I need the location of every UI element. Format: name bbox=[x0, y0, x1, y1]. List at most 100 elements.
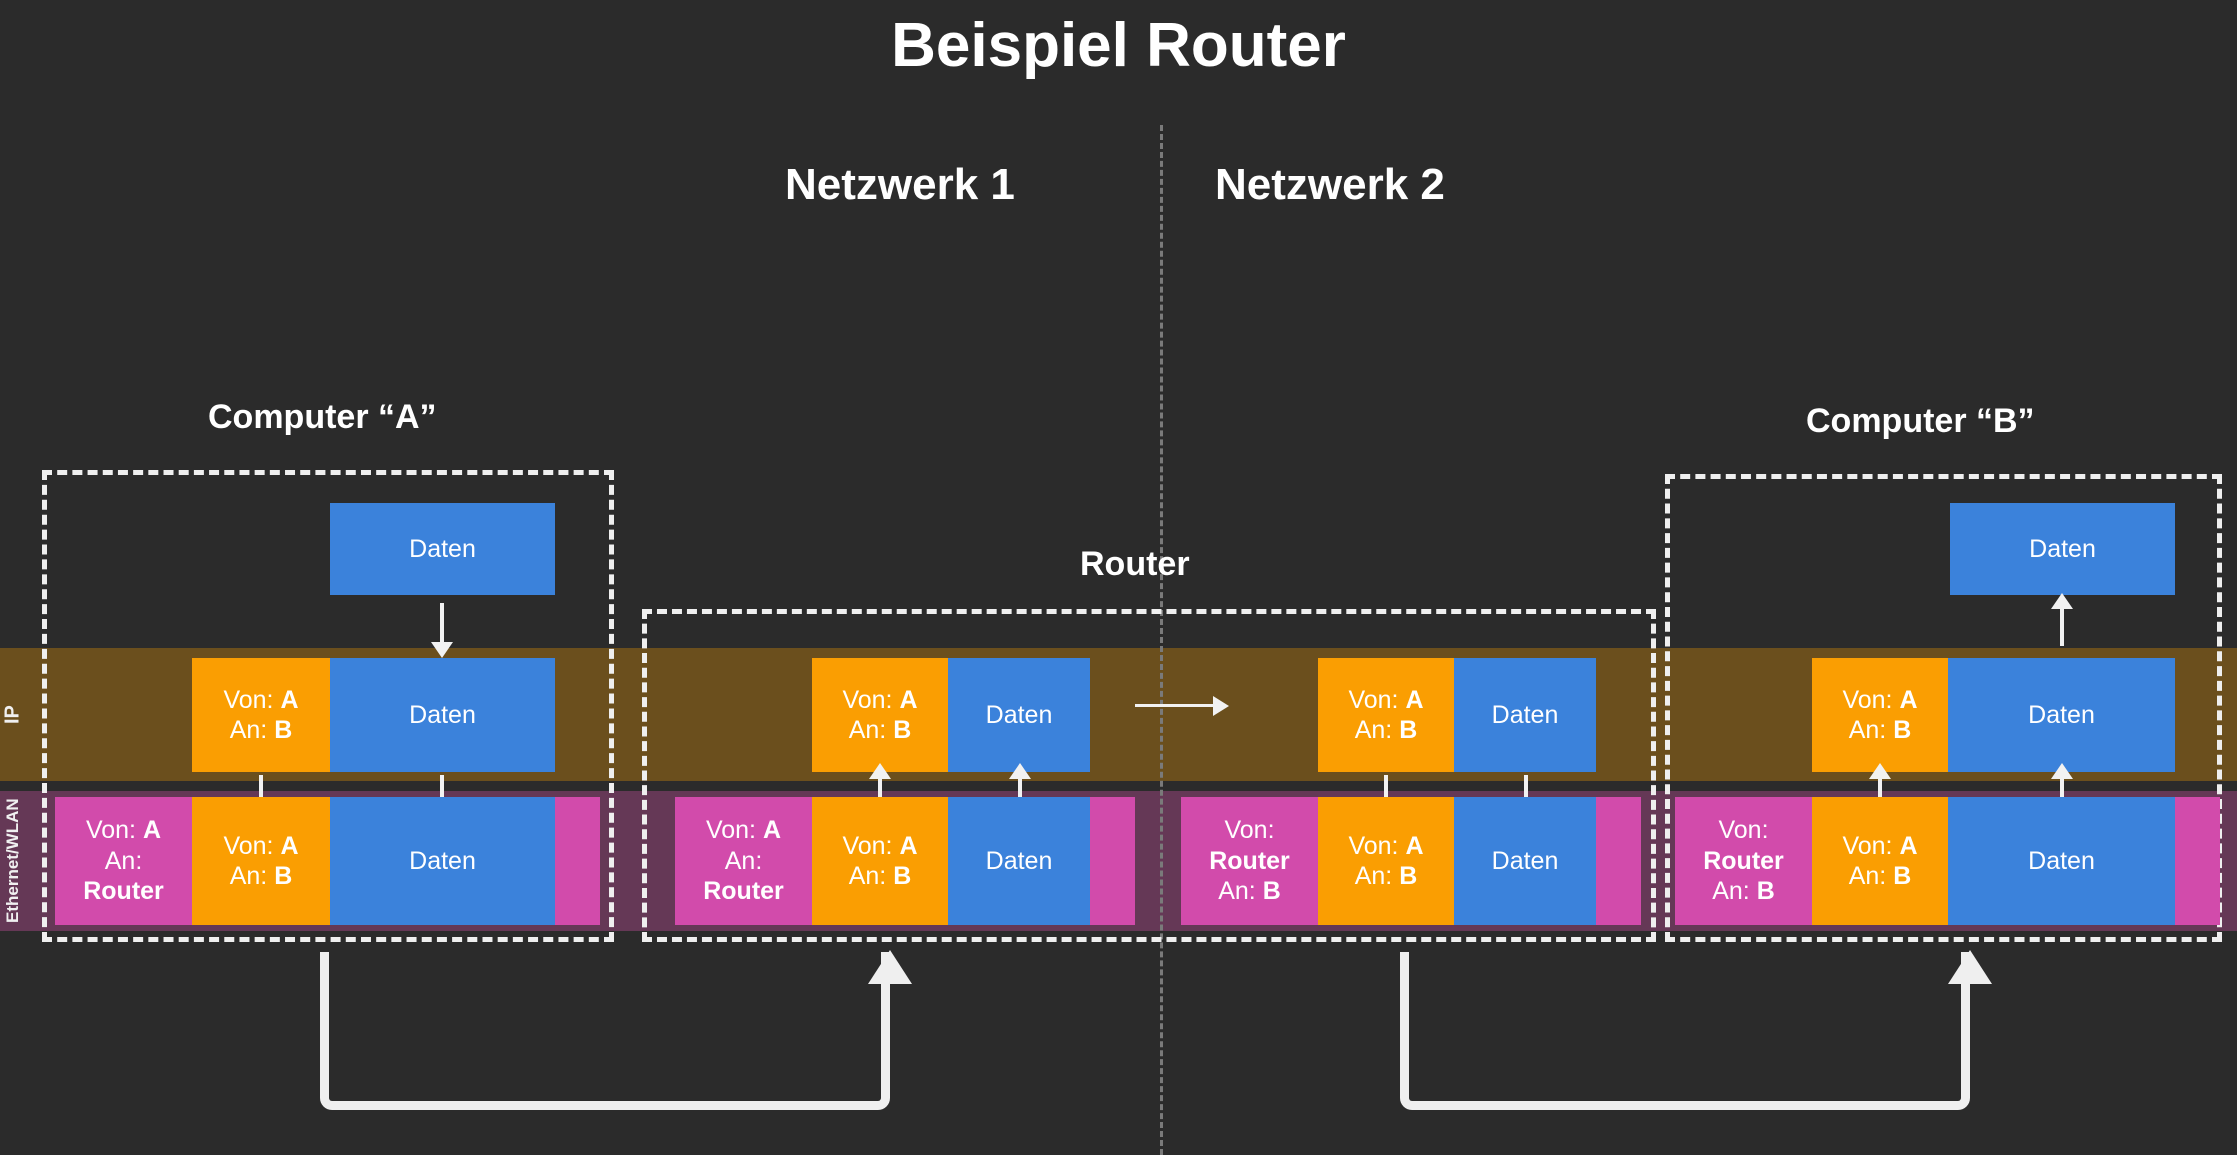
router-out-eth-to-value: B bbox=[1262, 877, 1281, 906]
computer-b-eth-to-label: An: bbox=[1712, 877, 1750, 906]
router-out-ip-to-label: An: bbox=[1354, 716, 1393, 744]
router-in-eth-inner-ip-header: Von: A An: B bbox=[812, 797, 948, 925]
router-in-eth-header: Von: A An: Router bbox=[675, 797, 812, 925]
router-out-arrow-ip-data-to-eth bbox=[1524, 775, 1528, 807]
computer-b-ip-data-block: Daten bbox=[1948, 658, 2175, 772]
computer-b-eth-inner-from-value: A bbox=[1899, 831, 1918, 860]
computer-a-ip-to-label: An: bbox=[229, 716, 268, 744]
router-in-eth-data-label: Daten bbox=[985, 846, 1053, 875]
computer-a-eth-inner-from-value: A bbox=[280, 831, 299, 860]
computer-a-arrow-app-to-ip bbox=[440, 603, 444, 643]
computer-b-arrow-eth-to-ip-header bbox=[1878, 778, 1882, 808]
router-out-ip-header: Von: A An: B bbox=[1318, 658, 1454, 772]
computer-a-arrow-ip-header-to-eth bbox=[259, 775, 263, 807]
router-in-eth-trailer bbox=[1090, 797, 1135, 925]
computer-b-ip-to-label: An: bbox=[1848, 716, 1887, 744]
wire-router-to-computer-b bbox=[1400, 952, 1970, 1110]
router-out-eth-inner-from-label: Von: bbox=[1348, 831, 1399, 860]
router-out-eth-to-label: An: bbox=[1218, 877, 1256, 906]
router-out-ip-to-value: B bbox=[1399, 716, 1418, 744]
page-title: Beispiel Router bbox=[891, 11, 1346, 80]
router-in-ip-to-label: An: bbox=[848, 716, 887, 744]
router-in-eth-inner-to-label: An: bbox=[848, 862, 887, 890]
computer-b-ip-to-value: B bbox=[1893, 716, 1912, 744]
router-in-eth-inner-to-value: B bbox=[893, 862, 912, 890]
computer-a-eth-inner-to-label: An: bbox=[229, 862, 268, 890]
computer-a-eth-inner-to-value: B bbox=[274, 862, 293, 890]
router-out-ip-data-block: Daten bbox=[1454, 658, 1596, 772]
router-out-arrow-ip-header-to-eth bbox=[1384, 775, 1388, 807]
router-in-ip-header: Von: A An: B bbox=[812, 658, 948, 772]
router-out-eth-from-label: Von: bbox=[1224, 816, 1275, 845]
wire-computer-a-to-router bbox=[320, 952, 890, 1110]
computer-a-eth-trailer bbox=[555, 797, 600, 925]
router-out-ip-data-label: Daten bbox=[1491, 700, 1559, 729]
router-out-ip-from-label: Von: bbox=[1348, 685, 1399, 714]
network-divider-line bbox=[1160, 125, 1163, 1155]
computer-b-arrow-ip-to-app bbox=[2060, 608, 2064, 646]
computer-a-ip-from-value: A bbox=[280, 685, 299, 714]
computer-b-ip-from-label: Von: bbox=[1842, 685, 1893, 714]
computer-a-app-data-label: Daten bbox=[409, 534, 476, 563]
computer-a-ip-data-label: Daten bbox=[409, 700, 476, 729]
router-in-ip-from-label: Von: bbox=[842, 685, 893, 714]
computer-a-ip-to-value: B bbox=[274, 716, 293, 744]
router-out-eth-data-block: Daten bbox=[1454, 797, 1596, 925]
router-in-eth-from-label: Von: bbox=[705, 816, 757, 845]
router-transit-arrow bbox=[1135, 704, 1215, 707]
computer-b-arrow-eth-to-ip-data bbox=[2060, 778, 2064, 808]
computer-a-eth-inner-from-label: Von: bbox=[223, 831, 274, 860]
computer-a-eth-inner-ip-header: Von: A An: B bbox=[192, 797, 330, 925]
computer-b-eth-data-block: Daten bbox=[1948, 797, 2175, 925]
router-in-eth-data-block: Daten bbox=[948, 797, 1090, 925]
network-1-label: Netzwerk 1 bbox=[785, 160, 1015, 209]
router-out-eth-data-label: Daten bbox=[1491, 846, 1559, 875]
wire-router-to-computer-b-arrowhead bbox=[1948, 950, 1992, 984]
router-in-ip-data-block: Daten bbox=[948, 658, 1090, 772]
computer-a-ip-header: Von: A An: B bbox=[192, 658, 330, 772]
computer-b-eth-data-label: Daten bbox=[2028, 846, 2095, 875]
router-in-eth-inner-from-value: A bbox=[899, 831, 918, 860]
router-in-arrow-eth-to-ip-data bbox=[1018, 778, 1022, 808]
wire-computer-a-to-router-arrowhead bbox=[868, 950, 912, 984]
computer-b-eth-inner-to-value: B bbox=[1893, 862, 1912, 890]
computer-b-eth-trailer bbox=[2175, 797, 2220, 925]
computer-a-eth-from-value: A bbox=[142, 816, 162, 845]
computer-b-eth-inner-from-label: Von: bbox=[1842, 831, 1893, 860]
router-in-ip-data-label: Daten bbox=[985, 700, 1053, 729]
computer-a-eth-from-label: Von: bbox=[85, 816, 137, 845]
router-in-eth-from-value: A bbox=[762, 816, 782, 845]
router-out-ip-from-value: A bbox=[1405, 685, 1424, 714]
network-2-label: Netzwerk 2 bbox=[1215, 160, 1445, 209]
computer-b-eth-header: Von: Router An: B bbox=[1675, 797, 1812, 925]
router-in-eth-inner-from-label: Von: bbox=[842, 831, 893, 860]
computer-a-eth-to-value: Router bbox=[83, 877, 164, 906]
computer-b-ip-header: Von: A An: B bbox=[1812, 658, 1948, 772]
computer-a-eth-data-label: Daten bbox=[409, 846, 476, 875]
router-title: Router bbox=[1080, 545, 1190, 583]
router-out-eth-header: Von: Router An: B bbox=[1181, 797, 1318, 925]
computer-b-app-data-block: Daten bbox=[1950, 503, 2175, 595]
router-in-ip-to-value: B bbox=[893, 716, 912, 744]
computer-b-eth-inner-to-label: An: bbox=[1848, 862, 1887, 890]
layer-label-ip: IP bbox=[1, 705, 24, 724]
computer-a-eth-to-label: An: bbox=[104, 846, 143, 875]
computer-b-eth-from-value: Router bbox=[1703, 846, 1784, 875]
router-out-eth-inner-ip-header: Von: A An: B bbox=[1318, 797, 1454, 925]
computer-a-title: Computer “A” bbox=[208, 398, 437, 436]
computer-b-ip-from-value: A bbox=[1899, 685, 1918, 714]
router-out-eth-inner-to-label: An: bbox=[1354, 862, 1393, 890]
computer-b-boundary bbox=[1665, 474, 2222, 942]
computer-b-ip-data-label: Daten bbox=[2028, 700, 2095, 729]
router-in-ip-from-value: A bbox=[899, 685, 918, 714]
computer-a-ip-data-block: Daten bbox=[330, 658, 555, 772]
computer-b-title: Computer “B” bbox=[1806, 402, 2035, 440]
computer-a-eth-header: Von: A An: Router bbox=[55, 797, 192, 925]
computer-b-eth-to-value: B bbox=[1756, 877, 1775, 906]
computer-a-ip-from-label: Von: bbox=[223, 685, 274, 714]
router-in-eth-to-label: An: bbox=[724, 846, 763, 875]
router-out-eth-from-value: Router bbox=[1209, 846, 1290, 875]
computer-a-arrow-ip-data-to-eth bbox=[440, 775, 444, 807]
computer-a-boundary bbox=[42, 470, 614, 942]
layer-label-ethernet: Ethernet/WLAN bbox=[3, 798, 22, 924]
